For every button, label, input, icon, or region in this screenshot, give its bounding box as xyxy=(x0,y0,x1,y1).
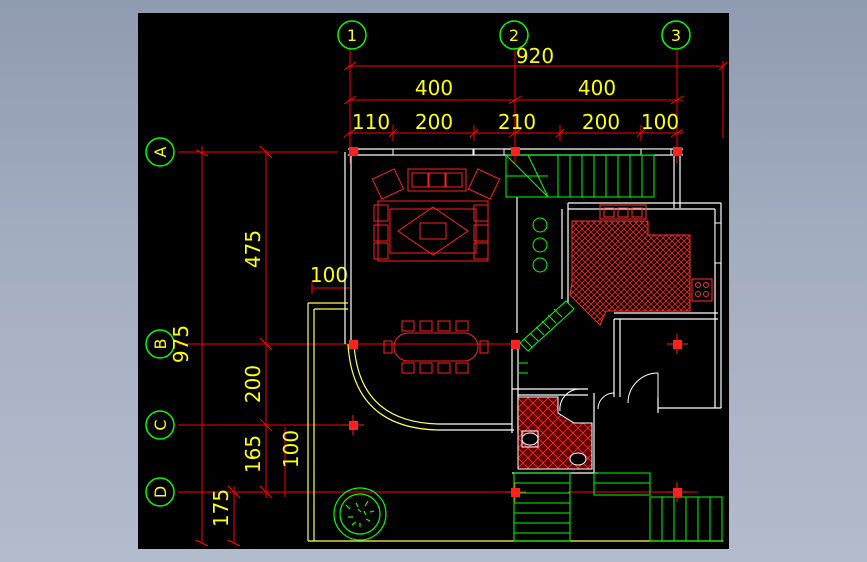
dim-175: 175 xyxy=(209,489,233,527)
bar-stools xyxy=(532,217,548,273)
svg-text:C: C xyxy=(151,419,170,430)
grid-bubble-3: 3 xyxy=(661,20,691,50)
structural-columns xyxy=(349,147,682,497)
dim-seg-4: 200 xyxy=(582,110,620,134)
grid-bubble-1: 1 xyxy=(337,20,367,50)
svg-text:A: A xyxy=(151,146,170,157)
dim-seg-1: 110 xyxy=(352,110,390,134)
kitchen-appliances xyxy=(599,204,713,302)
svg-text:3: 3 xyxy=(671,26,681,45)
windows xyxy=(392,148,722,264)
svg-text:D: D xyxy=(151,486,170,498)
stairs-bottom-right xyxy=(593,472,723,542)
dim-100-horizontal: 100 xyxy=(310,263,348,287)
dim-overall-depth: 975 xyxy=(169,325,193,363)
cad-viewport[interactable]: 1 2 3 A B C D xyxy=(138,13,729,549)
grid-bubble-c: C xyxy=(145,410,175,440)
dim-200: 200 xyxy=(241,365,265,403)
bathroom-floor-tile xyxy=(517,396,593,470)
grid-bubble-2: 2 xyxy=(499,20,529,50)
floor-plan-drawing: 1 2 3 A B C D xyxy=(145,20,728,547)
grid-bubble-b: B xyxy=(145,329,175,359)
doors xyxy=(559,372,659,412)
stairs-bottom-left xyxy=(513,472,571,542)
left-dimension-lines xyxy=(195,145,350,547)
stairs-top xyxy=(505,154,655,198)
sofa-set xyxy=(371,168,501,262)
bathroom-fixtures xyxy=(521,430,587,466)
dim-seg-2: 200 xyxy=(415,110,453,134)
grid-bubble-a: A xyxy=(145,137,175,167)
dim-seg-5: 100 xyxy=(641,110,679,134)
svg-text:1: 1 xyxy=(347,26,357,45)
dim-475: 475 xyxy=(241,230,265,268)
dim-bay-1: 400 xyxy=(415,76,453,100)
dining-table xyxy=(383,320,489,374)
kitchen-floor-hatch xyxy=(569,220,691,326)
terrace-outline xyxy=(307,302,723,542)
curved-wall xyxy=(438,423,514,431)
dim-overall-width: 920 xyxy=(516,44,554,68)
dim-165: 165 xyxy=(241,435,265,473)
stairs-diagonal xyxy=(517,300,575,374)
column-crosshairs xyxy=(343,334,688,502)
dim-100-vertical: 100 xyxy=(279,430,303,468)
dim-seg-3: 210 xyxy=(498,110,536,134)
top-dimension-lines xyxy=(343,61,728,141)
grid-bubble-d: D xyxy=(145,477,175,507)
svg-text:B: B xyxy=(151,339,170,350)
tree-symbol xyxy=(333,487,387,541)
dim-bay-2: 400 xyxy=(578,76,616,100)
svg-text:2: 2 xyxy=(509,26,519,45)
